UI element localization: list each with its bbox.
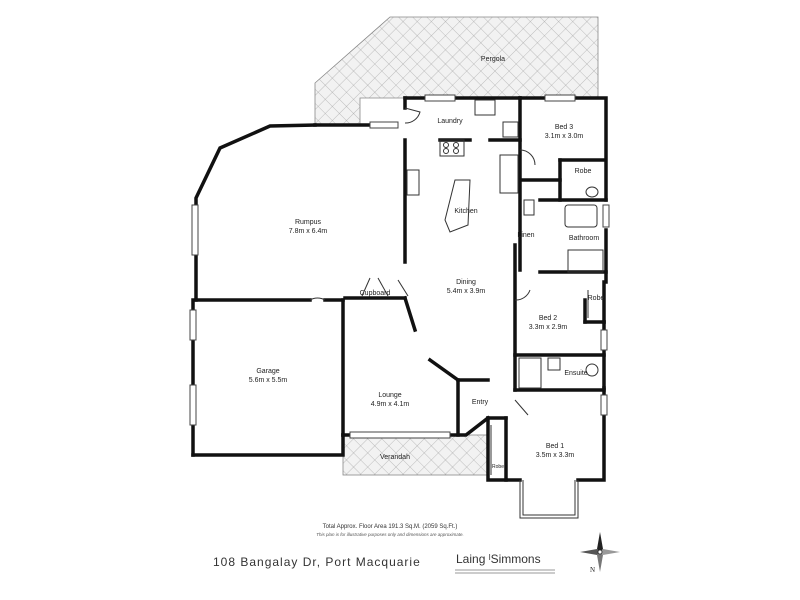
agency-logo: Laing ˡSimmons [456,552,541,566]
bed3-size: 3.1m x 3.0m [545,133,584,140]
garage-label: Garage [256,368,279,375]
bed1-label: Bed 1 [546,443,564,450]
disclaimer-text: This plan is for illustrative purposes o… [316,532,464,537]
garage-size: 5.6m x 5.5m [249,377,288,384]
laundry-label: Laundry [437,118,463,125]
pergola-label: Pergola [481,56,505,63]
floor-area-text: Total Approx. Floor Area 191.3 Sq.M. (20… [322,524,458,530]
robe-bed1-label: Robe [492,464,504,470]
compass-north-label: N [590,566,595,574]
lounge-size: 4.9m x 4.1m [371,401,410,408]
robe-bed3-label: Robe [575,168,592,175]
windows [189,94,610,519]
door-swings [309,107,536,416]
pergola-area [314,16,599,126]
rumpus-size: 7.8m x 6.4m [289,228,328,235]
robe-bed2-label: Robe [588,295,605,302]
bed3-label: Bed 3 [555,124,573,131]
interior-walls [194,96,608,482]
rumpus-label: Rumpus [295,219,322,226]
fixtures [406,99,604,475]
dining-size: 5.4m x 3.9m [447,288,486,295]
dining-label: Dining [456,279,476,286]
compass-rose-icon: N [580,532,620,574]
bed2-size: 3.3m x 2.9m [529,324,568,331]
lounge-label: Lounge [378,392,401,399]
kitchen-label: Kitchen [454,208,477,215]
cupboard-label: Cupboard [360,290,391,297]
entry-label: Entry [472,399,489,406]
linen-label: Linen [517,232,534,239]
exterior-walls [191,96,608,482]
bathroom-label: Bathroom [569,235,600,242]
verandah-label: Verandah [380,454,410,461]
logo-underline [455,569,555,574]
bed1-size: 3.5m x 3.3m [536,452,575,459]
ensuite-label: Ensuite [564,370,587,377]
verandah-area [342,434,489,476]
property-address: 108 Bangalay Dr, Port Macquarie [213,555,421,569]
bed2-label: Bed 2 [539,315,557,322]
